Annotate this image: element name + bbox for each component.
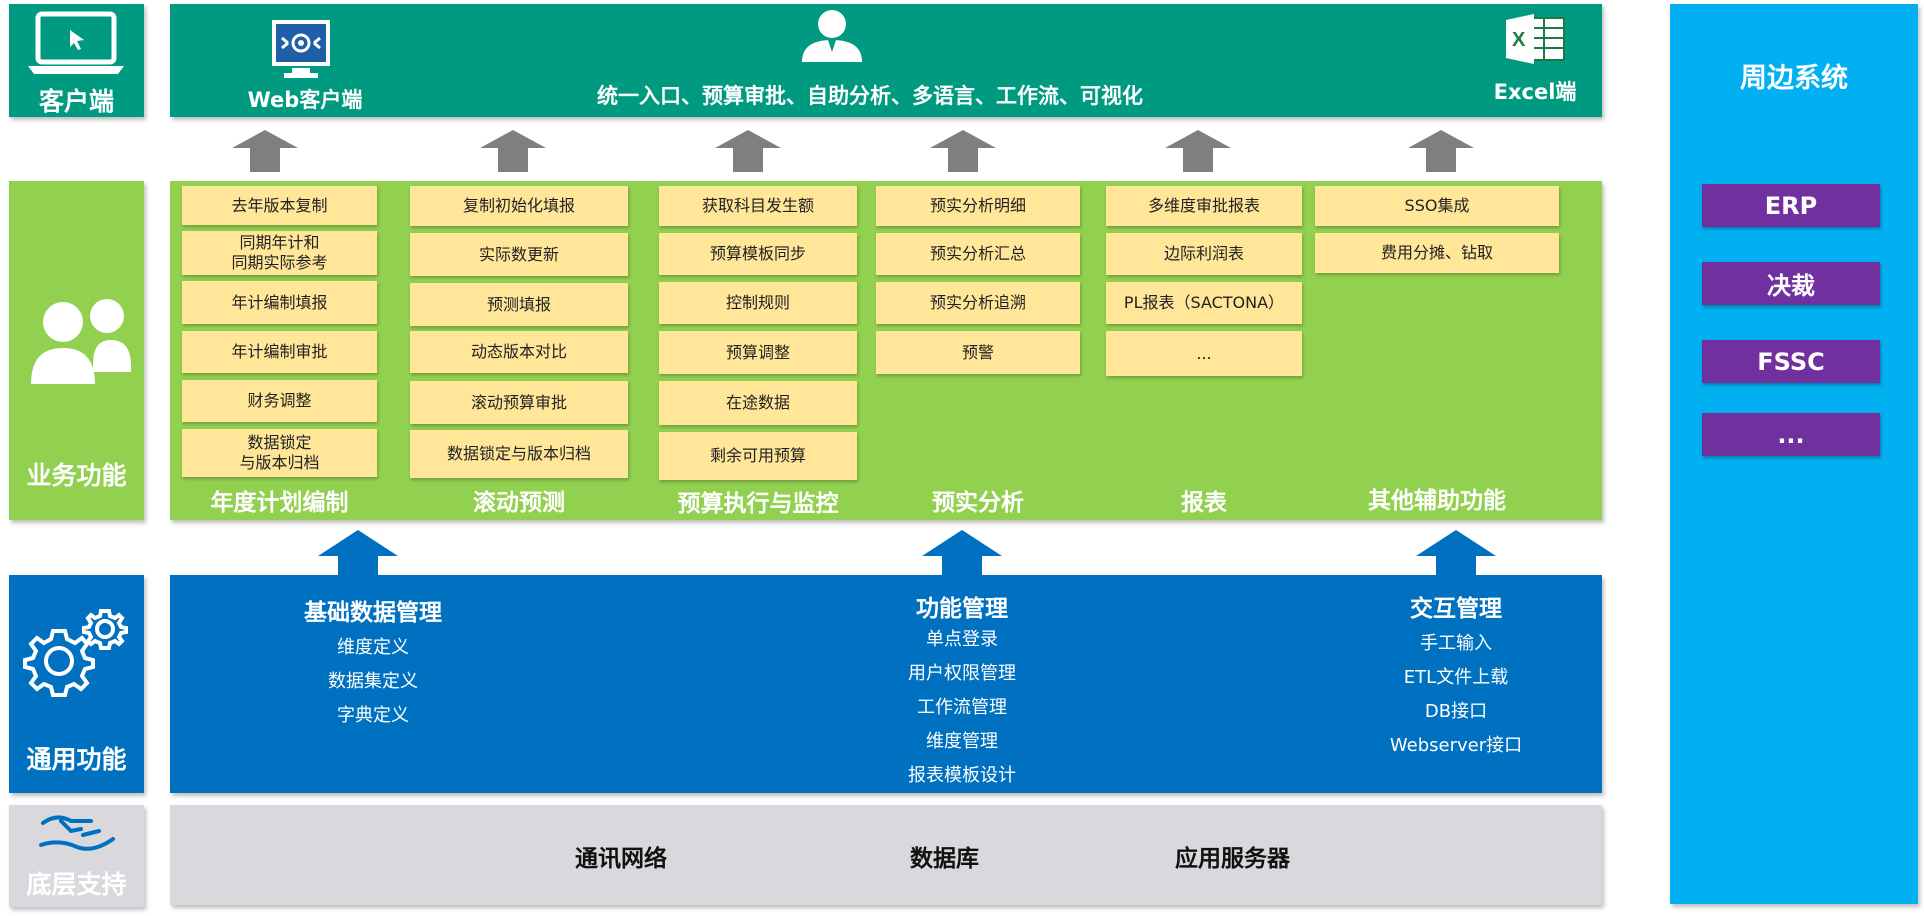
general-group-title: 基础数据管理 — [304, 600, 442, 626]
upward-arrows-blue — [318, 530, 1496, 576]
arrow-up-icon — [1416, 530, 1496, 576]
handshake-icon — [39, 815, 115, 851]
general-group-title: 功能管理 — [916, 596, 1008, 622]
arrow-up-icon — [318, 530, 398, 576]
business-layer-label: 业务功能 — [26, 461, 127, 490]
business-cell: 剩余可用预算 — [659, 432, 857, 480]
column-title: 预实分析 — [932, 490, 1024, 516]
arrow-up-icon — [232, 130, 1474, 172]
general-layer-tile: 通用功能 — [9, 575, 144, 793]
business-cell: 预测填报 — [410, 283, 628, 326]
column-title: 年度计划编制 — [210, 490, 349, 516]
column-title: 预算执行与监控 — [677, 491, 839, 517]
arrow-up-icon — [232, 130, 298, 172]
general-group-item: ETL文件上载 — [1403, 667, 1509, 688]
general-group-item: 字典定义 — [337, 705, 409, 726]
business-cell: 年计编制审批 — [182, 331, 377, 373]
peripheral-title: 周边系统 — [1740, 63, 1848, 94]
arrow-up-icon — [715, 130, 781, 172]
column-title: 滚动预测 — [473, 490, 565, 516]
support-layer-label: 底层支持 — [26, 870, 127, 899]
business-cell: 预警 — [876, 331, 1080, 374]
business-cell: 预实分析汇总 — [876, 233, 1080, 275]
business-cell: 多维度审批报表 — [1106, 186, 1302, 226]
client-features-label: 统一入口、预算审批、自助分析、多语言、工作流、可视化 — [597, 84, 1143, 108]
business-cell: 预实分析明细 — [876, 186, 1080, 226]
general-group-item: 数据集定义 — [328, 671, 418, 692]
web-client-icon — [272, 20, 330, 78]
peripheral-panel: 周边系统 ERP 决裁 FSSC ... — [1670, 4, 1918, 904]
business-cell: 预算调整 — [659, 331, 857, 374]
gears-icon — [23, 609, 128, 697]
general-group-item: 用户权限管理 — [908, 663, 1016, 684]
peripheral-item-approval: 决裁 — [1702, 262, 1880, 305]
users-icon — [31, 299, 131, 384]
general-group-item: 维度定义 — [337, 637, 409, 658]
peripheral-item-erp: ERP — [1702, 184, 1880, 227]
general-band: 基础数据管理 维度定义 数据集定义 字典定义 功能管理 单点登录 用户权限管理 … — [170, 575, 1602, 793]
support-item: 数据库 — [910, 846, 979, 872]
general-group-title: 交互管理 — [1410, 596, 1502, 622]
general-group-item: 维度管理 — [926, 731, 998, 752]
support-layer-tile: 底层支持 — [9, 805, 144, 907]
business-cell: 复制初始化填报 — [410, 186, 628, 226]
business-cell: 数据锁定 与版本归档 — [182, 429, 377, 477]
column-title: 其他辅助功能 — [1368, 488, 1506, 514]
business-cell: 去年版本复制 — [182, 186, 377, 225]
business-cell: 滚动预算审批 — [410, 381, 628, 424]
business-layer-tile: 业务功能 — [9, 181, 144, 520]
general-group-item: 手工输入 — [1420, 633, 1492, 654]
business-cell: 预算模板同步 — [659, 233, 857, 275]
arrow-up-icon — [1165, 130, 1231, 172]
client-band: Web客户端 统一入口、预算审批、自助分析、多语言、工作流、可视化 X Exce… — [170, 4, 1602, 117]
user-icon — [802, 10, 862, 62]
general-group-item: Webserver接口 — [1389, 735, 1523, 756]
general-group-item: 报表模板设计 — [908, 765, 1016, 786]
client-layer-tile: 客户端 — [9, 4, 144, 117]
business-cell: 财务调整 — [182, 380, 377, 422]
column-title: 报表 — [1181, 490, 1227, 516]
support-band: 通讯网络 数据库 应用服务器 — [170, 805, 1602, 905]
business-cell: SSO集成 — [1315, 186, 1559, 226]
arrow-up-icon — [930, 130, 996, 172]
business-cell: 实际数更新 — [410, 233, 628, 276]
business-cell: 在途数据 — [659, 381, 857, 425]
upward-arrows-grey — [232, 130, 1474, 172]
business-cell: 获取科目发生额 — [659, 186, 857, 226]
client-layer-label: 客户端 — [38, 87, 114, 116]
business-cell: 控制规则 — [659, 282, 857, 324]
business-cell: 年计编制填报 — [182, 281, 377, 324]
laptop-icon — [28, 11, 124, 74]
peripheral-item-more: ... — [1702, 413, 1880, 456]
general-group-item: 单点登录 — [926, 629, 998, 650]
peripheral-item-fssc: FSSC — [1702, 340, 1880, 383]
business-cell: 数据锁定与版本归档 — [410, 430, 628, 478]
general-group-item: DB接口 — [1424, 701, 1488, 722]
business-cell: 边际利润表 — [1106, 233, 1302, 275]
support-item: 通讯网络 — [575, 846, 667, 872]
business-cell: 预实分析追溯 — [876, 282, 1080, 324]
arrow-up-icon — [1408, 130, 1474, 172]
support-item: 应用服务器 — [1175, 846, 1290, 872]
business-cell: PL报表（SACTONA） — [1106, 282, 1302, 324]
excel-icon: X — [1506, 14, 1565, 64]
business-cell: 同期年计和 同期实际参考 — [182, 231, 377, 275]
arrow-up-icon — [480, 130, 546, 172]
general-layer-label: 通用功能 — [26, 745, 127, 774]
web-client-label: Web客户端 — [247, 88, 363, 112]
business-band: 去年版本复制 同期年计和 同期实际参考 年计编制填报 年计编制审批 财务调整 数… — [170, 181, 1602, 520]
business-cell: 费用分摊、钻取 — [1315, 233, 1559, 273]
arrow-up-icon — [922, 530, 1002, 576]
excel-client-label: Excel端 — [1493, 80, 1577, 104]
svg-text:X: X — [1512, 29, 1526, 51]
business-cell: ... — [1106, 331, 1302, 376]
business-cell: 动态版本对比 — [410, 331, 628, 373]
general-group-item: 工作流管理 — [917, 697, 1007, 718]
